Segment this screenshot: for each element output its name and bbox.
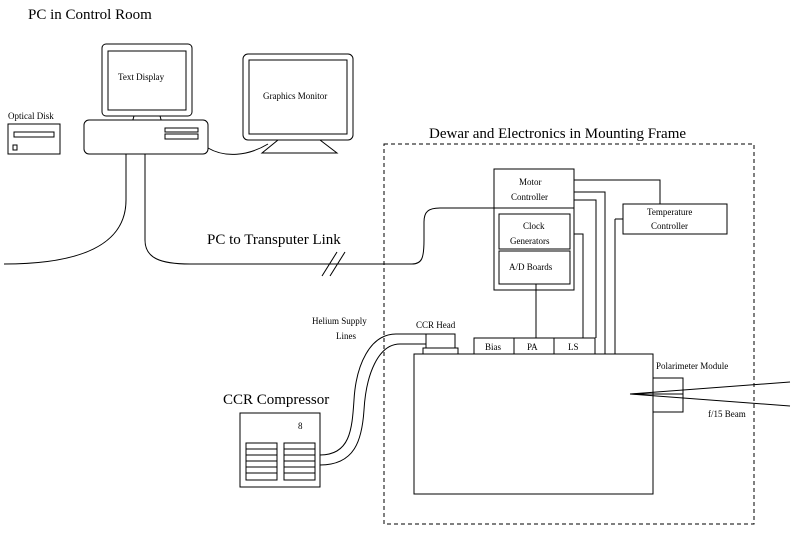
ccr-compressor [239,412,321,488]
motor-controller-label: Motor [519,177,542,187]
temperature-controller-box [622,203,728,235]
dewar-frame-label: Dewar and Electronics in Mounting Frame [429,126,686,142]
beam-label: f/15 Beam [708,409,746,419]
pa-label: PA [527,342,538,352]
pc-room-label: PC in Control Room [28,7,152,23]
text-display-label: Text Display [118,72,165,82]
pc-to-transputer-cable [144,154,494,265]
clock-label: Clock [523,221,545,231]
mounting-frame [383,143,755,525]
helium-line-2 [319,343,426,466]
compressor-indicator: 8 [298,421,303,431]
polarimeter-label: Polarimeter Module [656,361,728,371]
ad-boards-box [498,250,571,285]
clock-generators-box [498,213,571,250]
ad-boards-label: A/D Boards [509,262,553,272]
motor-controller-label-2: Controller [511,192,548,202]
pc-link-label: PC to Transputer Link [207,232,341,248]
polarimeter-module [652,377,684,413]
graphics-monitor [242,53,354,154]
ls-label: LS [568,342,579,352]
temperature-label: Temperature [647,207,692,217]
beam-lines [629,381,791,407]
optical-disk-label: Optical Disk [8,111,54,121]
monitor-cable [207,143,269,155]
temperature-label-2: Controller [651,221,688,231]
ccr-head [425,333,456,349]
bias-label: Bias [485,342,501,352]
dewar-box [413,353,654,495]
pc-base-unit [83,119,209,155]
ccr-head-label: CCR Head [416,320,456,330]
compressor-label: CCR Compressor [223,392,329,408]
graphics-monitor-label: Graphics Monitor [263,91,327,101]
helium-line-1 [319,333,426,456]
text-display-monitor [101,43,193,124]
pc-cable-left [3,154,127,265]
optical-disk-drive [7,123,61,155]
helium-label: Helium Supply [312,316,367,326]
clock-label-2: Generators [510,236,550,246]
helium-label-2: Lines [336,331,356,341]
